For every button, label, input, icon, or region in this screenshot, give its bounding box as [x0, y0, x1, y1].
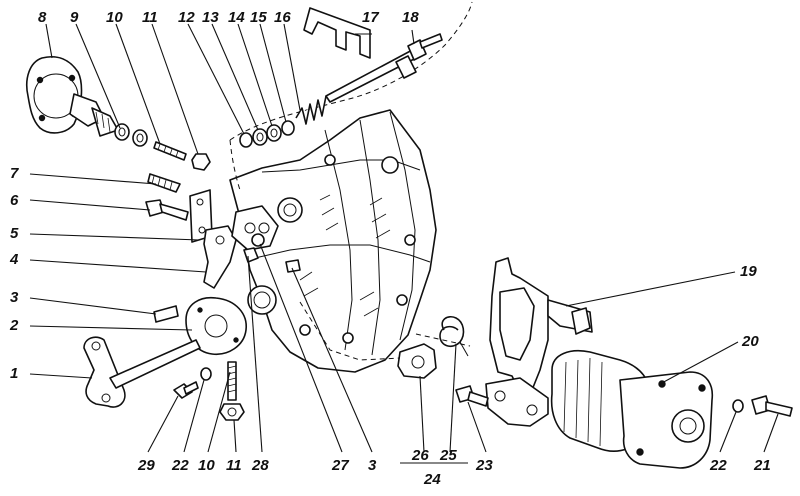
callout-20: 20	[741, 333, 759, 350]
callout-7: 7	[10, 165, 19, 182]
callout-25: 25	[439, 447, 457, 464]
right-selector-assembly	[299, 257, 793, 469]
callout-28: 28	[251, 457, 269, 474]
callout-3-bottom: 3	[368, 457, 377, 474]
leader-lines	[29, 23, 779, 464]
callout-15: 15	[250, 9, 267, 26]
callout-8: 8	[38, 9, 47, 26]
callout-22-bottom: 22	[171, 457, 189, 474]
callout-22-right: 22	[709, 457, 727, 474]
gearbox-housing	[229, 1, 473, 373]
callout-17: 17	[362, 9, 379, 26]
callout-1: 1	[10, 365, 18, 382]
callout-21: 21	[753, 457, 771, 474]
callout-29: 29	[137, 457, 155, 474]
callout-16: 16	[274, 9, 291, 26]
callout-labels: 8 9 10 11 12 13 14 15 16 17 18 7 6 5 4 3…	[9, 9, 771, 488]
left-cover-assembly	[26, 56, 211, 171]
callout-9: 9	[70, 9, 79, 26]
callout-13: 13	[202, 9, 219, 26]
callout-10-bottom: 10	[198, 457, 215, 474]
callout-14: 14	[228, 9, 245, 26]
callout-26: 26	[411, 447, 429, 464]
lever-assembly	[83, 173, 247, 408]
shift-rod-assembly	[239, 7, 443, 148]
callout-6: 6	[10, 192, 19, 209]
callout-10: 10	[106, 9, 123, 26]
center-fasteners	[231, 205, 301, 273]
callout-11-bottom: 11	[226, 457, 242, 474]
callout-3-left: 3	[10, 289, 19, 306]
callout-4: 4	[9, 251, 19, 268]
callout-5: 5	[10, 225, 19, 242]
callout-12: 12	[178, 9, 195, 26]
bottom-fasteners	[173, 361, 245, 421]
callout-18: 18	[402, 9, 419, 26]
callout-19: 19	[740, 263, 757, 280]
callout-11: 11	[142, 9, 158, 26]
callout-2: 2	[9, 317, 19, 334]
callout-24: 24	[423, 471, 441, 488]
callout-23: 23	[475, 457, 493, 474]
callout-27: 27	[331, 457, 349, 474]
